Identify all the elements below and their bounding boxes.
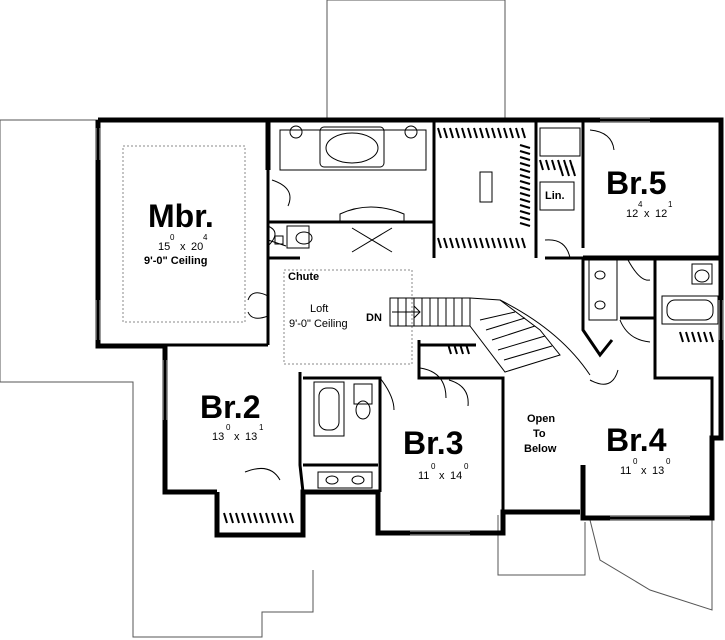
- linen-closet: [539, 181, 575, 211]
- br2-depth: 13: [245, 431, 257, 443]
- br3-dim-sep: x: [439, 470, 445, 482]
- br5-width: 12: [626, 208, 638, 220]
- br3-depth: 14: [450, 470, 462, 482]
- mbr-ceiling: 9'-0" Ceiling: [144, 255, 207, 267]
- door-swings: [244, 129, 651, 481]
- mbr-depth: 20: [191, 241, 203, 253]
- br4-width: 11: [620, 465, 631, 477]
- linen-label: Lin.: [545, 190, 565, 202]
- jack-bath-fixtures: [588, 259, 719, 325]
- br4-dim-sep: x: [641, 465, 647, 477]
- closet-bench: [479, 171, 493, 203]
- hall-bath-fixtures: [313, 381, 373, 489]
- mbr-tray-ceiling: [122, 145, 246, 323]
- room-labels: Mbr. 15 0 x 20 4 9'-0" Ceiling Br.5 12 4…: [144, 165, 673, 482]
- br4-depth-inches: 0: [666, 457, 671, 466]
- br5-name: Br.5: [606, 165, 666, 201]
- br2-dim-sep: x: [234, 431, 240, 443]
- chute-label: Chute: [288, 271, 319, 283]
- mbr-width: 15: [158, 241, 170, 253]
- br5-depth: 12: [655, 208, 667, 220]
- br3-name: Br.3: [403, 425, 463, 461]
- master-closet-shelving: [437, 127, 574, 249]
- br2-width: 13: [212, 431, 224, 443]
- stairs-down-label: DN: [366, 312, 382, 324]
- br2-name: Br.2: [200, 389, 260, 425]
- br5-depth-inches: 1: [668, 200, 673, 209]
- br4-width-inches: 0: [633, 457, 638, 466]
- br5-width-inches: 4: [638, 200, 643, 209]
- loft-ceiling: 9'-0" Ceiling: [289, 318, 348, 330]
- mbr-name: Mbr.: [148, 198, 214, 234]
- mbr-dim-sep: x: [180, 241, 186, 253]
- mbr-width-inches: 0: [170, 233, 175, 242]
- mbr-depth-inches: 4: [203, 233, 208, 242]
- windows: [95, 117, 724, 536]
- open-to-below-line1: Open: [527, 413, 555, 425]
- staircase: [389, 297, 561, 373]
- open-to-below-line2: To: [533, 428, 546, 440]
- small-closets: [223, 165, 714, 524]
- open-to-below-line3: Below: [524, 443, 557, 455]
- open-rail: [499, 299, 591, 376]
- master-bath-fixtures: [274, 125, 427, 253]
- br5-dim-sep: x: [644, 208, 650, 220]
- br4-name: Br.4: [606, 422, 667, 458]
- br5-closet: [539, 127, 581, 157]
- br2-depth-inches: 1: [259, 423, 264, 432]
- br4-depth: 13: [652, 465, 664, 477]
- br2-width-inches: 0: [226, 423, 231, 432]
- loft-name: Loft: [310, 303, 328, 315]
- br3-width-inches: 0: [431, 462, 436, 471]
- br3-depth-inches: 0: [464, 462, 469, 471]
- br3-width: 11: [418, 470, 429, 482]
- loft-ceiling-outline: [283, 269, 413, 365]
